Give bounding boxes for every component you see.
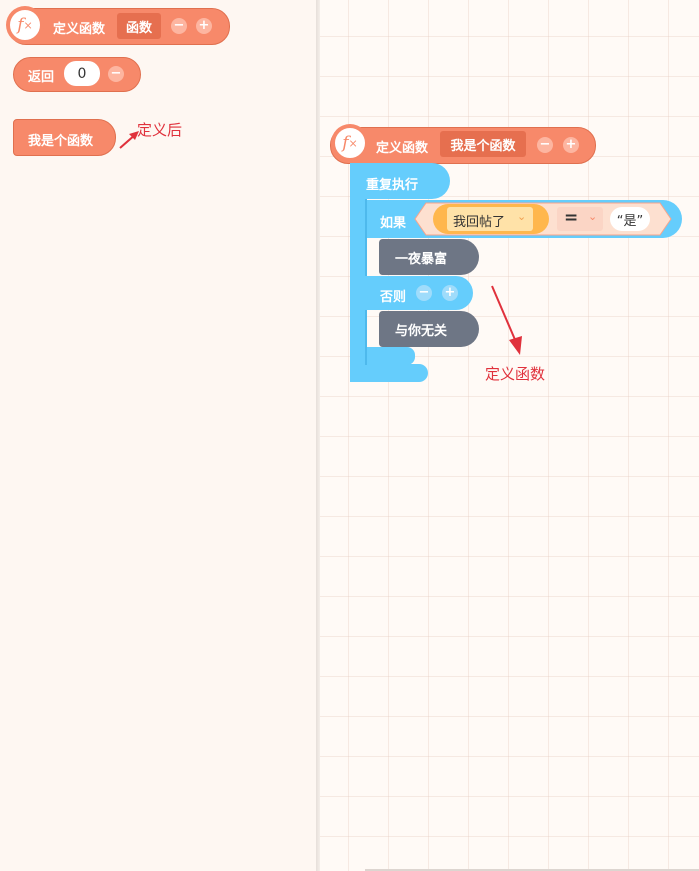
chevron-down-icon: ⌄ (588, 210, 598, 223)
red-arrow (491, 285, 522, 355)
else-label: 否则 (380, 290, 407, 305)
return-label: 返回 (28, 70, 55, 85)
compare-value-text: “是” (616, 213, 644, 229)
variable-dropdown[interactable] (447, 207, 533, 231)
panel-divider[interactable] (316, 0, 320, 871)
fx-icon: f× (333, 126, 367, 160)
if-label: 如果 (380, 216, 407, 231)
workspace-add-param-button[interactable]: + (563, 137, 579, 153)
statement-block-rich[interactable]: 一夜暴富 (379, 239, 479, 275)
operator-symbol: = (564, 208, 579, 228)
variable-name: 我回帖了 (453, 215, 506, 230)
repeat-block-spine (350, 198, 365, 382)
return-remove-button[interactable]: − (108, 66, 124, 82)
compare-value-input[interactable]: “是” (610, 207, 650, 231)
workspace-define-keyword: 定义函数 (376, 141, 429, 156)
call-function-label: 我是个函数 (28, 134, 94, 149)
repeat-label: 重复执行 (366, 178, 419, 193)
annotation-define-function: 定义函数 (485, 365, 546, 383)
fx-icon: f× (8, 8, 42, 42)
palette-function-name-field[interactable]: 函数 (117, 13, 161, 39)
statement-block-unrelated[interactable]: 与你无关 (379, 311, 479, 347)
workspace-function-name-field[interactable]: 我是个函数 (440, 131, 526, 157)
palette-remove-param-button[interactable]: − (171, 18, 187, 34)
annotation-defined: 定义后 (137, 121, 183, 139)
workspace-bottom-edge (365, 869, 699, 871)
return-value-input[interactable]: 0 (64, 61, 100, 86)
repeat-forever-block[interactable] (350, 163, 450, 199)
red-arrow (119, 131, 139, 149)
palette-call-function-block[interactable] (13, 119, 116, 156)
chevron-down-icon: ⌄ (517, 210, 527, 223)
operator-dropdown[interactable] (557, 207, 603, 231)
else-add-button[interactable]: + (442, 285, 458, 301)
if-block-foot (365, 347, 415, 365)
workspace-remove-param-button[interactable]: − (537, 137, 553, 153)
palette-define-keyword: 定义函数 (53, 22, 106, 37)
palette-add-param-button[interactable]: + (196, 18, 212, 34)
else-remove-button[interactable]: − (416, 285, 432, 301)
repeat-block-foot (350, 364, 428, 382)
